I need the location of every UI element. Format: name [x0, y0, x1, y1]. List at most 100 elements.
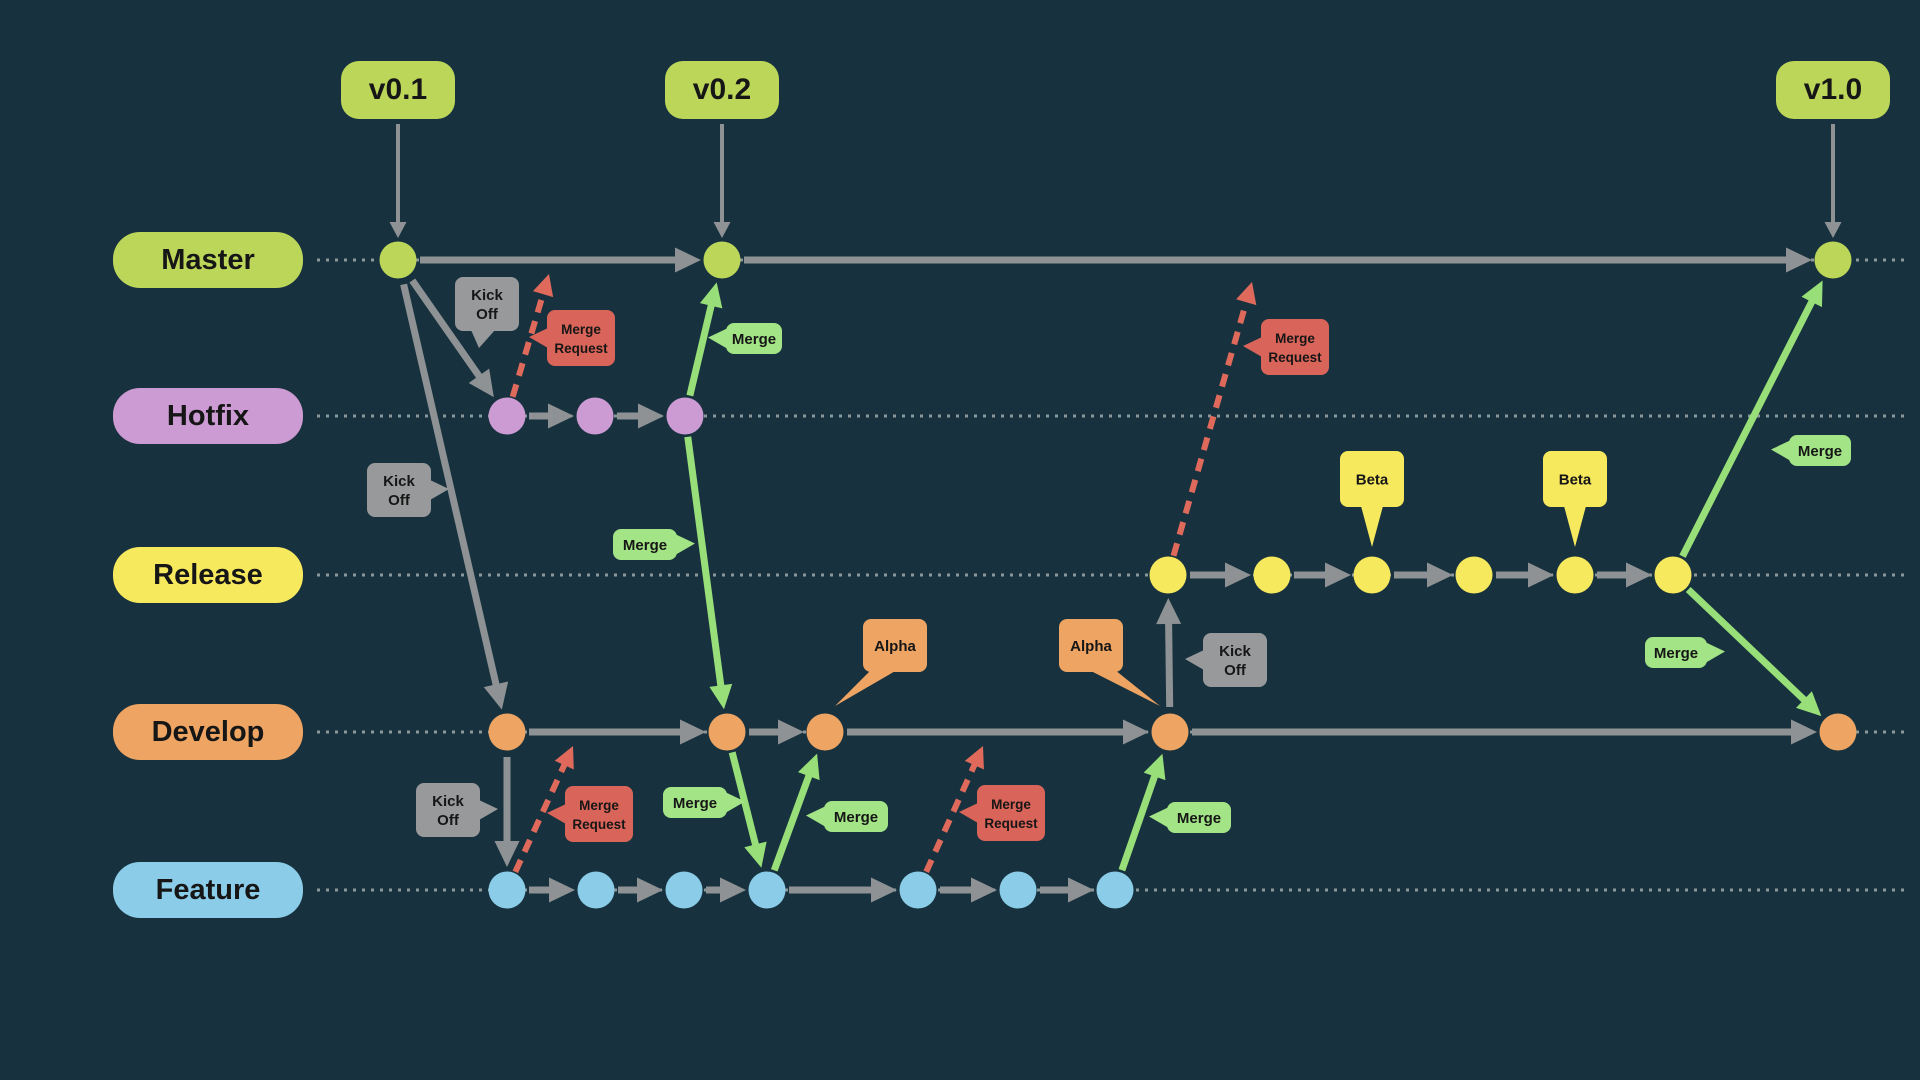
kickoff-callout — [455, 277, 519, 331]
commit-node-feature — [665, 871, 703, 909]
commit-arrow-head — [1528, 562, 1554, 588]
kickoff-callout-text: Off — [476, 306, 499, 323]
merge-arrow-head — [798, 753, 820, 781]
kickoff-callout-text: Off — [1224, 662, 1247, 679]
commit-arrow-head — [971, 877, 997, 903]
merge-arrow-head — [699, 282, 723, 309]
beta-callout — [1543, 451, 1607, 507]
merge-request-callout — [547, 310, 615, 366]
merge-request-callout-tail — [529, 328, 548, 348]
kickoff-callout-tail — [430, 480, 449, 500]
merge-arrow — [684, 436, 725, 688]
merge-request-callout-text: Request — [572, 817, 626, 832]
kickoff-callout — [416, 783, 480, 837]
merge-callout-text: Merge — [1177, 810, 1221, 827]
kickoff-arrow — [1165, 621, 1174, 708]
commit-node-hotfix — [576, 397, 614, 435]
merge-request-callout — [977, 785, 1045, 841]
kickoff-arrow — [409, 278, 483, 380]
commit-node-master — [1814, 241, 1852, 279]
kickoff-callout-text: Kick — [1219, 643, 1251, 660]
merge-request-callout-text: Merge — [561, 322, 601, 337]
merge-request-callout-text: Merge — [579, 798, 619, 813]
commit-node-develop — [806, 713, 844, 751]
commit-node-feature — [899, 871, 937, 909]
commit-node-master — [703, 241, 741, 279]
commit-arrow-head — [548, 403, 574, 429]
merge-callout — [1645, 637, 1707, 668]
commit-arrow-head — [1225, 562, 1251, 588]
merge-callout-tail — [708, 328, 727, 349]
beta-callout-tail — [1564, 506, 1586, 547]
tag-arrow-head — [713, 222, 731, 238]
merge-callout — [663, 787, 727, 818]
tag-arrow-head — [389, 222, 407, 238]
kickoff-arrow-head — [468, 368, 494, 398]
merge-request-callout — [1261, 319, 1329, 375]
alpha-callout-tail — [1089, 670, 1160, 706]
commit-arrow-head — [720, 877, 746, 903]
alpha-callout-text: Alpha — [874, 638, 916, 655]
kickoff-callout-text: Off — [388, 492, 411, 509]
commit-node-feature — [999, 871, 1037, 909]
kickoff-callout-tail — [471, 330, 495, 348]
kickoff-arrow-head — [483, 681, 509, 710]
beta-callout-text: Beta — [1356, 472, 1389, 489]
merge-callout-text: Merge — [1798, 443, 1842, 460]
commit-arrow-head — [637, 877, 663, 903]
commit-arrow-head — [871, 877, 897, 903]
beta-callout-text: Beta — [1559, 472, 1592, 489]
merge-request-callout-text: Request — [554, 341, 608, 356]
beta-callout — [1340, 451, 1404, 507]
commit-node-develop — [1819, 713, 1857, 751]
merge-callout-text: Merge — [732, 331, 776, 348]
merge-request-callout-text: Request — [1268, 350, 1322, 365]
commit-arrow-head — [549, 877, 575, 903]
merge-request-arrow — [509, 291, 547, 398]
merge-callout-text: Merge — [623, 537, 667, 554]
merge-arrow — [770, 773, 813, 872]
commit-arrow-head — [1427, 562, 1453, 588]
merge-callout-text: Merge — [673, 795, 717, 812]
kickoff-arrow-head — [494, 841, 520, 867]
merge-callout — [1167, 802, 1231, 833]
commit-arrow-head — [1626, 562, 1652, 588]
commit-arrow-head — [778, 719, 804, 745]
alpha-callout — [863, 619, 927, 672]
tag-arrow-head — [1824, 222, 1842, 238]
merge-request-callout-tail — [959, 803, 978, 823]
merge-callout-tail — [1149, 807, 1168, 828]
alpha-callout-tail — [835, 670, 897, 706]
merge-request-callout-tail — [547, 804, 566, 824]
merge-request-arrow-head — [1236, 282, 1257, 306]
merge-callout-tail — [806, 806, 825, 827]
merge-arrow — [1118, 773, 1159, 872]
merge-arrow-head — [744, 841, 767, 868]
commit-node-release — [1556, 556, 1594, 594]
commit-node-release — [1149, 556, 1187, 594]
kickoff-arrow — [400, 283, 500, 687]
kickoff-callout-text: Off — [437, 812, 460, 829]
commit-node-release — [1253, 556, 1291, 594]
merge-request-callout-text: Merge — [1275, 331, 1315, 346]
commit-node-release — [1353, 556, 1391, 594]
merge-request-arrow — [512, 762, 568, 874]
kickoff-arrow-head — [1156, 597, 1182, 625]
merge-request-callout-text: Request — [984, 816, 1038, 831]
merge-callout-tail — [676, 534, 695, 555]
merge-arrow — [1679, 298, 1816, 558]
commit-node-master — [379, 241, 417, 279]
merge-arrow — [686, 302, 716, 397]
merge-request-callout-text: Merge — [991, 797, 1031, 812]
merge-callout-tail — [1771, 440, 1790, 461]
commit-arrow-head — [1325, 562, 1351, 588]
merge-request-arrow — [1170, 299, 1250, 557]
kickoff-callout-text: Kick — [471, 287, 503, 304]
commit-arrow-head — [1791, 719, 1817, 745]
commit-node-feature — [577, 871, 615, 909]
commit-arrow-head — [675, 247, 701, 273]
merge-request-arrow — [923, 762, 978, 874]
commit-node-develop — [1151, 713, 1189, 751]
kickoff-callout-tail — [479, 800, 498, 820]
